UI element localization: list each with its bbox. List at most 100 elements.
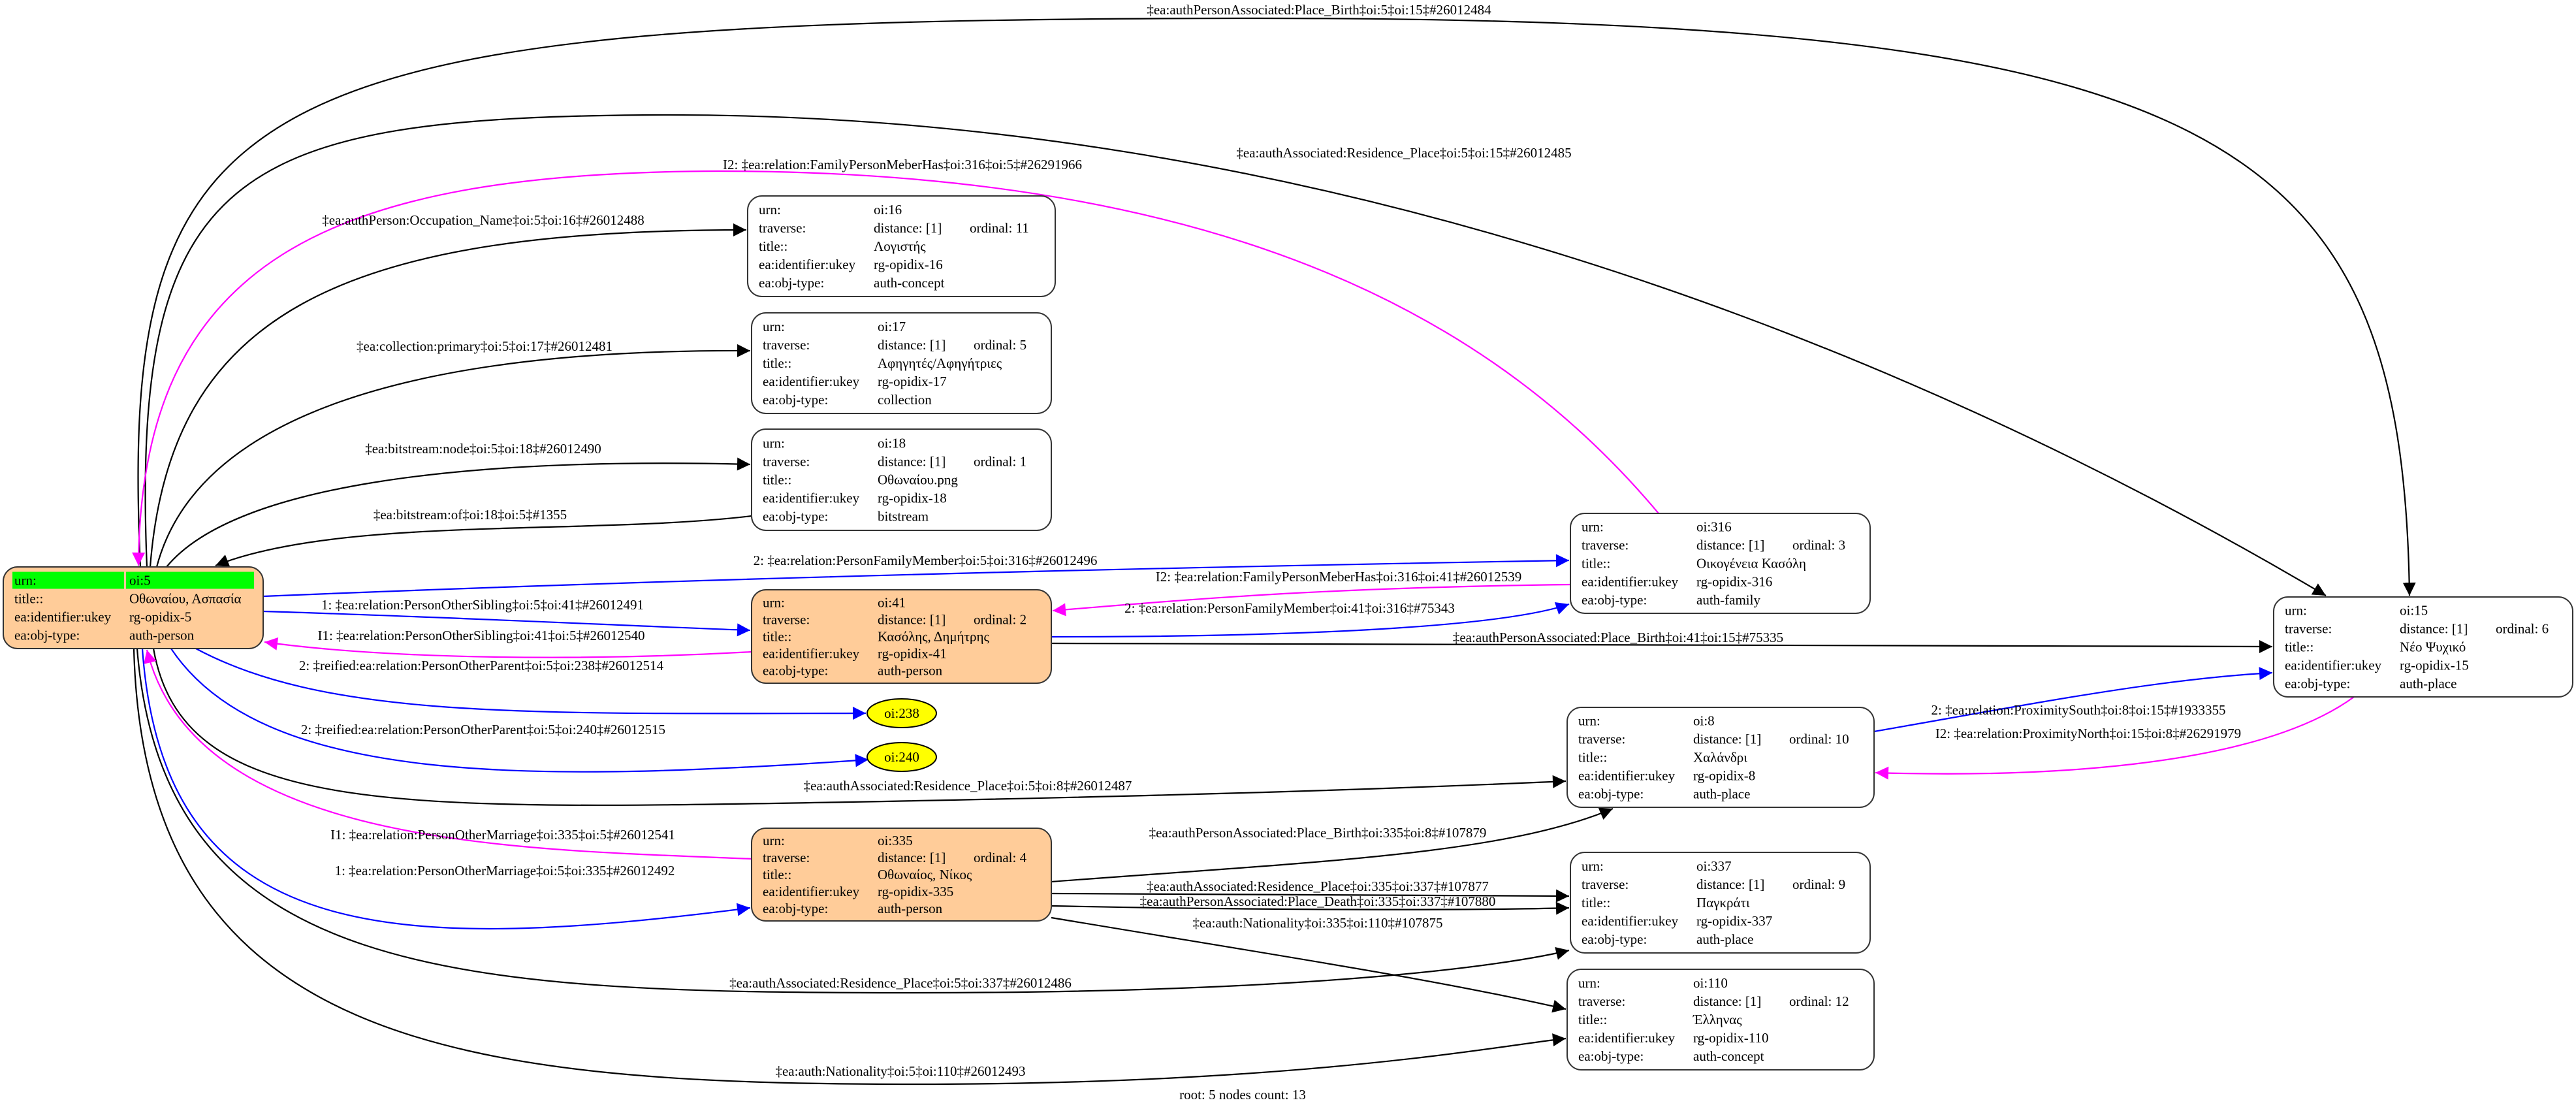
field-value: Χαλάνδρι [1693, 750, 1747, 765]
node-box [751, 428, 1052, 531]
edge-label: ‡ea:bitstream:of‡oi:18‡oi:5‡#1355 [374, 507, 567, 523]
field-name: urn: [759, 202, 781, 217]
field-name: urn: [2285, 603, 2307, 619]
field-value: oi:110 [1693, 975, 1728, 991]
graph-footer: root: 5 nodes count: 13 [1179, 1087, 1306, 1103]
field-name: ea:obj-type: [1582, 592, 1647, 608]
field-name: traverse: [763, 454, 810, 470]
node-box [2273, 596, 2573, 698]
edge-label: 2: ‡ea:relation:PersonFamilyMember‡oi:5‡… [754, 553, 1098, 568]
edge-oi5-to-oi238 [195, 648, 867, 720]
field-name: ea:obj-type: [763, 392, 828, 408]
field-value: auth-person [878, 663, 943, 679]
field-name: urn: [14, 573, 37, 588]
field-value: distance: [1] [874, 220, 942, 236]
field-value: oi:17 [878, 319, 906, 334]
field-value: auth-place [2400, 676, 2457, 692]
field-ordinal: ordinal: 3 [1792, 538, 1845, 553]
edge-label: ‡ea:authAssociated:Residence_Place‡oi:5‡… [1236, 145, 1571, 161]
node-oi240[interactable]: oi:240 [867, 742, 937, 772]
edge-label: I1: ‡ea:relation:PersonOtherSibling‡oi:4… [317, 628, 644, 643]
edge-label: ‡ea:bitstream:node‡oi:5‡oi:18‡#26012490 [365, 441, 601, 457]
edge-label: ‡ea:authPersonAssociated:Place_Birth‡oi:… [1149, 825, 1487, 841]
field-value: rg-opidix-110 [1693, 1030, 1769, 1046]
field-name: ea:identifier:ukey [763, 646, 860, 662]
field-value: oi:316 [1696, 519, 1732, 535]
field-name: urn: [763, 595, 785, 611]
field-name: ea:obj-type: [759, 275, 824, 291]
field-value: Οθωναίου, Ασπασία [129, 591, 242, 607]
field-name: traverse: [763, 612, 810, 628]
field-name: ea:identifier:ukey [759, 257, 856, 272]
edge-oi5-to-oi16 [149, 223, 747, 568]
field-value: rg-opidix-337 [1696, 913, 1772, 929]
edge-oi41-to-oi5 [264, 637, 752, 658]
edge-label: ‡ea:authPersonAssociated:Place_Birth‡oi:… [1453, 630, 1783, 645]
field-ordinal: ordinal: 9 [1792, 877, 1845, 892]
edge-oi5-to-oi316 [262, 554, 1570, 598]
edge-oi5-to-oi337 [136, 648, 1570, 994]
field-value: auth-place [1693, 786, 1750, 802]
edge-oi5-to-oi18 [166, 457, 751, 568]
field-name: urn: [1578, 713, 1600, 729]
field-name: urn: [1578, 975, 1600, 991]
edge-label: 2: ‡reified:ea:relation:PersonOtherParen… [301, 722, 665, 737]
node-box [751, 589, 1052, 684]
field-value: Νέο Ψυχικό [2400, 639, 2466, 655]
edge-oi5-to-oi17 [155, 344, 751, 568]
field-name: ea:identifier:ukey [1578, 768, 1676, 784]
field-value: oi:337 [1696, 858, 1732, 874]
edge-label: ‡ea:collection:primary‡oi:5‡oi:17‡#26012… [357, 338, 612, 354]
field-value: Κασόλης, Δημήτρης [878, 629, 989, 645]
field-name: ea:identifier:ukey [763, 374, 860, 389]
field-value: rg-opidix-15 [2400, 658, 2469, 673]
field-name: ea:identifier:ukey [2285, 658, 2382, 673]
field-name: traverse: [1582, 877, 1629, 892]
node-box [747, 195, 1056, 297]
field-value: rg-opidix-17 [878, 374, 947, 389]
node-oi238[interactable]: oi:238 [867, 698, 937, 728]
field-ordinal: ordinal: 10 [1789, 732, 1849, 747]
field-value: oi:15 [2400, 603, 2428, 619]
field-value: distance: [1] [1696, 538, 1764, 553]
field-name: ea:obj-type: [2285, 676, 2350, 692]
edge-label: ‡ea:auth:Nationality‡oi:335‡oi:110‡#1078… [1192, 915, 1442, 931]
field-name: urn: [1582, 519, 1604, 535]
field-value: distance: [1] [878, 612, 946, 628]
edge-label: ‡ea:authAssociated:Residence_Place‡oi:5‡… [729, 975, 1072, 991]
field-name: traverse: [763, 850, 810, 865]
node-label: oi:240 [884, 749, 919, 765]
field-name: title:: [1578, 750, 1607, 765]
field-name: traverse: [2285, 621, 2332, 637]
field-name: ea:obj-type: [1578, 1048, 1644, 1064]
node-box [1570, 852, 1871, 954]
edge-label: 1: ‡ea:relation:PersonOtherSibling‡oi:5‡… [321, 597, 644, 613]
node-label: oi:238 [884, 705, 919, 721]
field-name: ea:obj-type: [763, 509, 828, 524]
field-value: distance: [1] [2400, 621, 2468, 637]
field-value: distance: [1] [878, 850, 946, 865]
field-name: ea:identifier:ukey [763, 491, 860, 506]
edge-label: ‡ea:authAssociated:Residence_Place‡oi:33… [1147, 878, 1489, 894]
field-value: auth-concept [874, 275, 945, 291]
field-ordinal: ordinal: 11 [970, 220, 1029, 236]
field-name: ea:identifier:ukey [1578, 1030, 1676, 1046]
field-name: title:: [1578, 1012, 1607, 1027]
field-name: traverse: [1578, 993, 1625, 1009]
edge-label: 2: ‡ea:relation:PersonFamilyMember‡oi:41… [1124, 600, 1455, 616]
field-name: urn: [1582, 858, 1604, 874]
field-ordinal: ordinal: 5 [974, 337, 1026, 353]
node-box [1566, 969, 1875, 1071]
